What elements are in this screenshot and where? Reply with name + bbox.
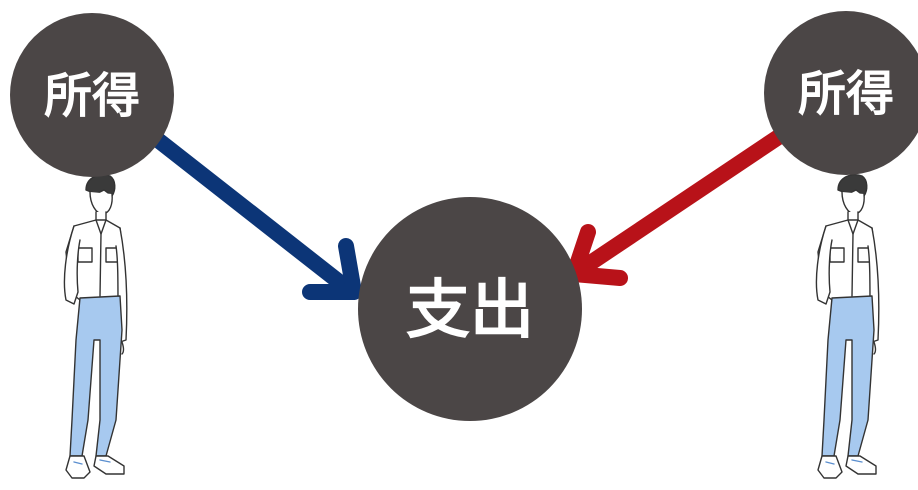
right-income-circle [764,11,918,175]
right-income-arrow [566,128,788,286]
left-income-circle [10,13,174,177]
left-arrow-shaft [150,132,360,300]
expense-node: 支出 [358,197,582,421]
right-arrow-shaft [566,128,788,282]
expense-circle [358,197,582,421]
expense-label: 支出 [406,274,534,348]
right-person-illustration [815,173,880,479]
left-income-label: 所得 [44,68,140,124]
left-arrow-head [302,238,362,300]
left-income-node: 所得 [10,13,174,177]
right-income-node: 所得 [764,11,918,175]
left-income-arrow [150,132,362,300]
right-income-label: 所得 [798,66,894,122]
left-person-illustration [63,173,128,479]
